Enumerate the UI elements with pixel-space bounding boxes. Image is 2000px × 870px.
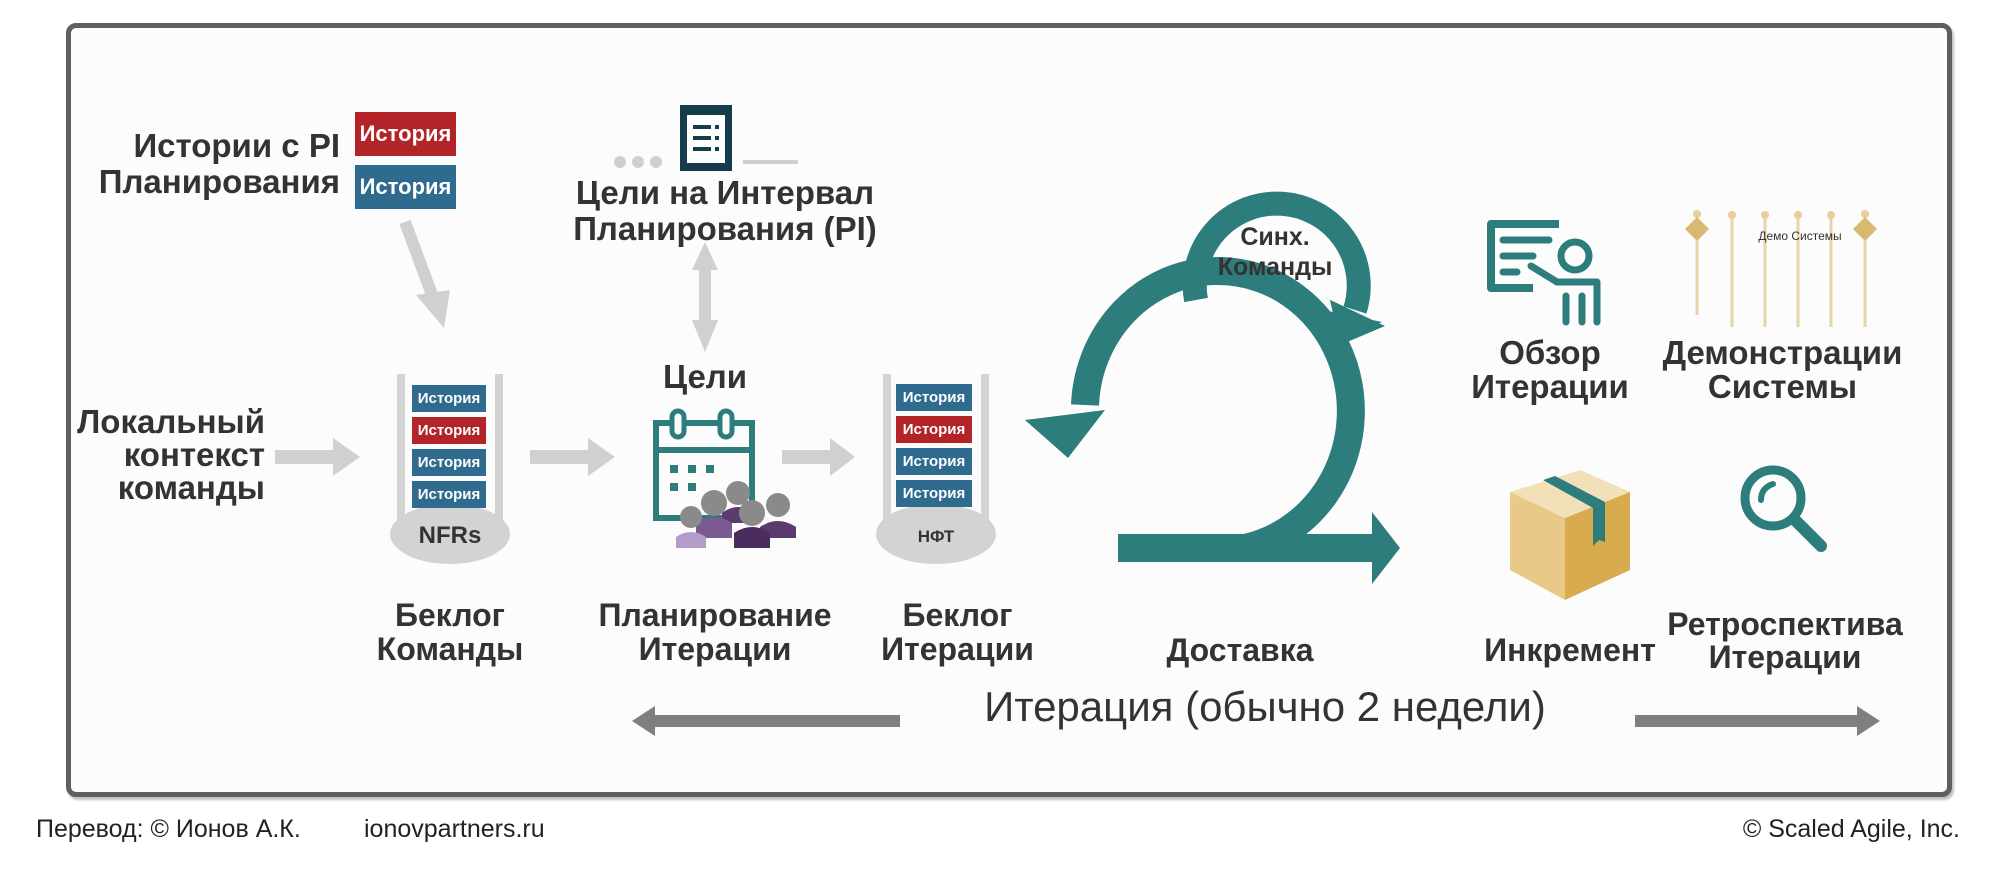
team-backlog-label-line2: Команды — [376, 631, 524, 667]
pi-stories-label: Истории с PI Планирования — [90, 128, 340, 200]
iteration-backlog-label-line2: Итерации — [881, 631, 1034, 667]
iteration-review-label-line1: Обзор — [1499, 334, 1601, 371]
team-sync-line1: Синх. — [1240, 223, 1310, 251]
increment-label: Инкремент — [1484, 632, 1656, 668]
footer-copyright: © Scaled Agile, Inc. — [1742, 815, 1960, 843]
system-demo-label-line1: Демонстрации — [1662, 334, 1903, 371]
pi-story-card: История — [355, 112, 456, 156]
iteration-backlog-stack-icon — [876, 374, 996, 564]
retrospective-label-line1: Ретроспектива — [1667, 606, 1903, 642]
iteration-review-presenter-icon — [1487, 220, 1601, 326]
pi-objectives-label-line1: Цели на Интервал — [575, 174, 875, 211]
iteration-planning-label: Планирование Итерации — [585, 598, 845, 666]
objectives-document-icon — [680, 105, 732, 171]
team-sync-label: Синх. Команды — [1210, 222, 1340, 282]
iteration-review-label-line2: Итерации — [1471, 368, 1629, 405]
iteration-backlog-base-label: НФТ — [917, 527, 955, 546]
local-context-line1: Локальный — [77, 403, 265, 440]
team-backlog-story-card: История — [412, 385, 486, 412]
iteration-backlog-story-card: История — [896, 448, 972, 475]
system-demo-label-line2: Системы — [1707, 368, 1858, 405]
pi-objectives-label: Цели на Интервал Планирования (PI) — [535, 175, 915, 247]
iteration-review-label: Обзор Итерации — [1455, 336, 1645, 404]
team-backlog-story-card: История — [412, 449, 486, 476]
team-backlog-story-card: История — [412, 417, 486, 444]
retrospective-label-line2: Итерации — [1708, 639, 1862, 675]
iteration-backlog-story-card: История — [896, 480, 972, 507]
line-decoration — [743, 160, 798, 164]
team-backlog-stack-icon — [390, 374, 510, 564]
goals-label: Цели — [662, 358, 748, 395]
iteration-planning-label-line2: Итерации — [638, 631, 792, 667]
iteration-backlog-label-line1: Беклог — [902, 597, 1013, 633]
local-context-label: Локальный контекст команды — [70, 405, 265, 504]
pi-stories-label-line1: Истории с PI — [133, 127, 340, 164]
system-demo-label: Демонстрации Системы — [1660, 336, 1905, 404]
iteration-backlog-story-card: История — [896, 384, 972, 411]
iteration-planning-label-line1: Планирование — [598, 597, 832, 633]
footer-translation: Перевод: © Ионов А.К. — [36, 815, 301, 843]
team-backlog-base-label: NFRs — [418, 522, 482, 549]
pi-stories-label-line2: Планирования — [98, 163, 340, 200]
dots-icon — [614, 156, 662, 168]
retrospective-label: Ретроспектива Итерации — [1660, 608, 1910, 674]
team-sync-line2: Команды — [1217, 253, 1333, 281]
local-context-line2: контекст — [123, 436, 265, 473]
pi-objectives-label-line2: Планирования (PI) — [573, 210, 877, 247]
delivery-label: Доставка — [1166, 632, 1314, 668]
iteration-span-label: Итерация (обычно 2 недели) — [984, 683, 1546, 730]
iteration-backlog-story-card: История — [896, 416, 972, 443]
team-backlog-label-line1: Беклог — [395, 597, 505, 633]
team-backlog-label: Беклог Команды — [340, 598, 560, 666]
pi-story-card: История — [355, 165, 456, 209]
team-backlog-story-card: История — [412, 481, 486, 508]
system-demo-caption: Демо Системы — [1758, 229, 1842, 243]
retrospective-magnifier-icon — [1740, 465, 1827, 552]
system-demo-timeline-icon — [1685, 210, 1877, 327]
footer-website-link[interactable]: ionovpartners.ru — [364, 815, 545, 843]
calendar-team-icon — [653, 408, 796, 548]
increment-box-icon — [1510, 470, 1630, 600]
local-context-line3: команды — [117, 469, 265, 506]
iteration-backlog-label: Беклог Итерации — [845, 598, 1070, 666]
